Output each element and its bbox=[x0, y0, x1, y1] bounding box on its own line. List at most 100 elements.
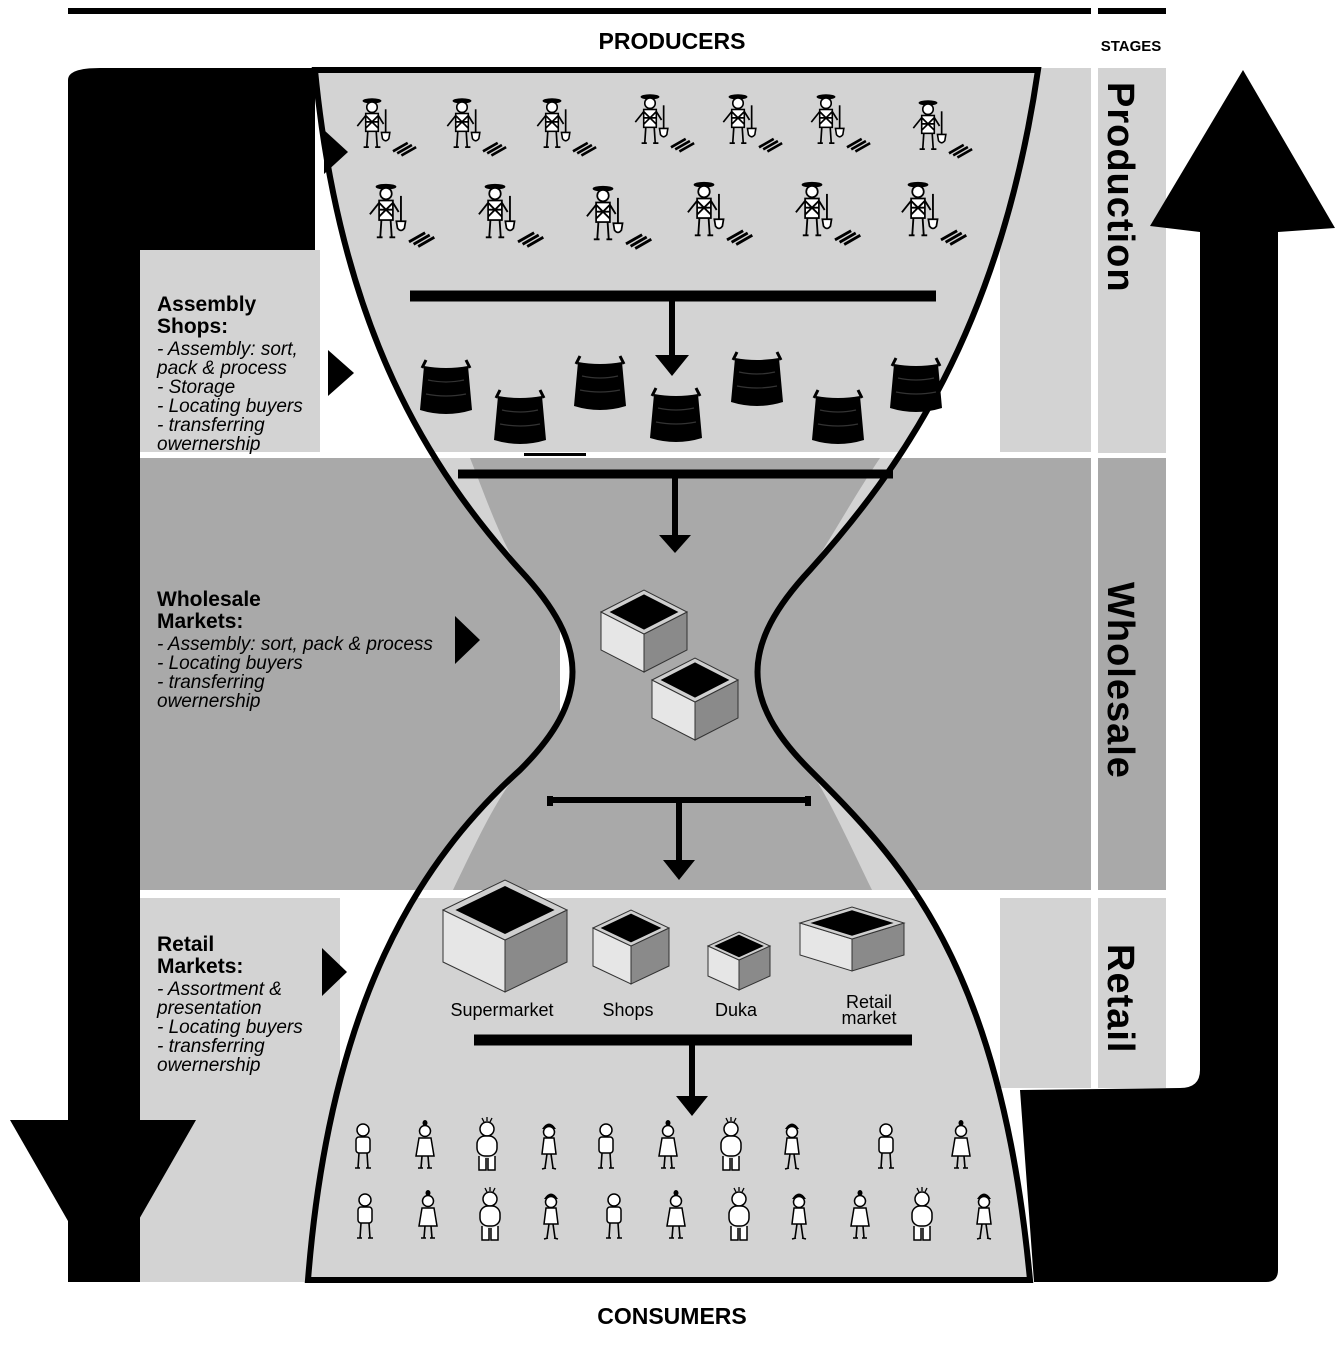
consumer-person-icon bbox=[357, 1193, 373, 1239]
down-arrow-icon bbox=[10, 1120, 196, 1282]
outlet-label: market bbox=[841, 1008, 896, 1028]
produce-sack-icon bbox=[890, 357, 942, 412]
consumer-person-icon bbox=[479, 1187, 501, 1241]
section-item-line: - transferring bbox=[157, 1036, 265, 1057]
flow-connector-2 bbox=[458, 469, 893, 553]
section-item-line: - Assortment & bbox=[157, 979, 282, 1000]
stage-label-wholesale: Wholesale bbox=[1099, 582, 1141, 779]
produce-sack-icon bbox=[812, 389, 864, 444]
consumer-person-icon bbox=[543, 1193, 559, 1240]
consumer-person-icon bbox=[598, 1123, 614, 1169]
section-item-line: - Locating buyers bbox=[157, 653, 303, 674]
stages-header: STAGES bbox=[1101, 38, 1162, 55]
section-title-line: Retail bbox=[157, 933, 214, 956]
retail-market-box-icon bbox=[798, 906, 906, 972]
farmer-with-shovel-icon bbox=[446, 98, 507, 157]
section-title-line: Wholesale bbox=[157, 588, 261, 611]
outlet-label: Retail bbox=[846, 992, 892, 1012]
consumer-person-icon bbox=[418, 1190, 438, 1239]
flow-connector-4 bbox=[474, 1034, 912, 1116]
left-frame bbox=[68, 68, 315, 1282]
farmer-with-shovel-icon bbox=[356, 98, 417, 157]
section-item-line: - Locating buyers bbox=[157, 1017, 303, 1038]
stage-cell-retail bbox=[1098, 898, 1166, 1088]
consumer-person-icon bbox=[415, 1120, 435, 1169]
crate-icons bbox=[599, 589, 740, 741]
retail-band-left bbox=[140, 898, 340, 1282]
farmer-with-shovel-icon bbox=[634, 94, 695, 153]
section-item-line: pack & process bbox=[156, 358, 287, 379]
consumer-person-icon bbox=[850, 1190, 870, 1239]
flow-connector-1 bbox=[410, 290, 936, 376]
consumer-person-icon bbox=[666, 1190, 686, 1239]
consumer-person-icon bbox=[951, 1120, 971, 1169]
farmer-with-shovel-icon bbox=[795, 181, 862, 246]
top-rule bbox=[68, 8, 1091, 14]
stage-cell-wholesale bbox=[1098, 458, 1166, 890]
farmer-with-shovel-icon bbox=[369, 183, 436, 248]
assembly-band-left bbox=[140, 250, 320, 453]
consumer-person-icon bbox=[541, 1123, 557, 1170]
farmer-with-shovel-icon bbox=[901, 181, 968, 246]
section-item-line: - transferring bbox=[157, 415, 265, 436]
consumer-person-icon bbox=[878, 1123, 894, 1169]
separator-2 bbox=[140, 890, 1091, 898]
section-item-line: owernership bbox=[157, 434, 261, 455]
supermarket-box-icon bbox=[441, 879, 569, 993]
outlet-label: Duka bbox=[715, 1000, 758, 1020]
consumer-icons bbox=[355, 1117, 992, 1241]
section-title-line: Markets: bbox=[157, 610, 243, 633]
producer-icons bbox=[356, 94, 973, 250]
produce-sack-icon bbox=[494, 389, 546, 444]
outlet-label: Supermarket bbox=[450, 1000, 553, 1020]
section-title-line: Assembly bbox=[157, 293, 257, 316]
consumer-person-icon bbox=[911, 1187, 933, 1241]
section-item-line: - Assembly: sort, bbox=[157, 339, 298, 360]
wholesale-crate-icon bbox=[650, 657, 740, 741]
hourglass-outline bbox=[304, 67, 1042, 1283]
produce-sack-icon bbox=[574, 355, 626, 410]
consumer-person-icon bbox=[720, 1117, 742, 1171]
stage-label-retail: Retail bbox=[1099, 944, 1141, 1053]
stage-label-production: Production bbox=[1099, 82, 1141, 293]
separator-1 bbox=[140, 452, 1091, 458]
section-item-line: - transferring bbox=[157, 672, 265, 693]
pointer-producers-icon bbox=[324, 130, 348, 174]
stages-rule bbox=[1098, 8, 1166, 14]
sack-icons bbox=[420, 351, 942, 444]
farmer-with-shovel-icon bbox=[810, 94, 871, 153]
section-title-line: Shops: bbox=[157, 315, 228, 338]
consumers-header: CONSUMERS bbox=[597, 1303, 747, 1329]
pointer-assembly-icon bbox=[328, 350, 354, 396]
section-item-line: - Assembly: sort, pack & process bbox=[157, 634, 433, 655]
farmer-with-shovel-icon bbox=[722, 94, 783, 153]
duka-box-icon bbox=[706, 931, 772, 991]
section-item-line: owernership bbox=[157, 1055, 261, 1076]
consumer-person-icon bbox=[728, 1187, 750, 1241]
small-underline bbox=[524, 453, 586, 456]
consumer-person-icon bbox=[476, 1117, 498, 1171]
consumer-person-icon bbox=[784, 1123, 800, 1170]
farmer-with-shovel-icon bbox=[478, 183, 545, 248]
right-frame bbox=[1020, 230, 1278, 1282]
pointer-wholesale-icon bbox=[455, 616, 480, 664]
produce-sack-icon bbox=[420, 359, 472, 414]
pointer-retail-icon bbox=[322, 948, 347, 996]
section-item-line: - Locating buyers bbox=[157, 396, 303, 417]
outlet-label: Shops bbox=[602, 1000, 653, 1020]
consumer-person-icon bbox=[976, 1193, 992, 1240]
farmer-with-shovel-icon bbox=[586, 185, 653, 250]
consumer-person-icon bbox=[355, 1123, 371, 1169]
section-item-line: presentation bbox=[156, 998, 262, 1019]
flow-connector-3 bbox=[547, 796, 811, 880]
farmer-with-shovel-icon bbox=[687, 181, 754, 246]
up-arrow-icon bbox=[1150, 70, 1335, 232]
produce-sack-icon bbox=[650, 387, 702, 442]
wholesale-crate-icon bbox=[599, 589, 689, 673]
consumer-person-icon bbox=[791, 1193, 807, 1240]
